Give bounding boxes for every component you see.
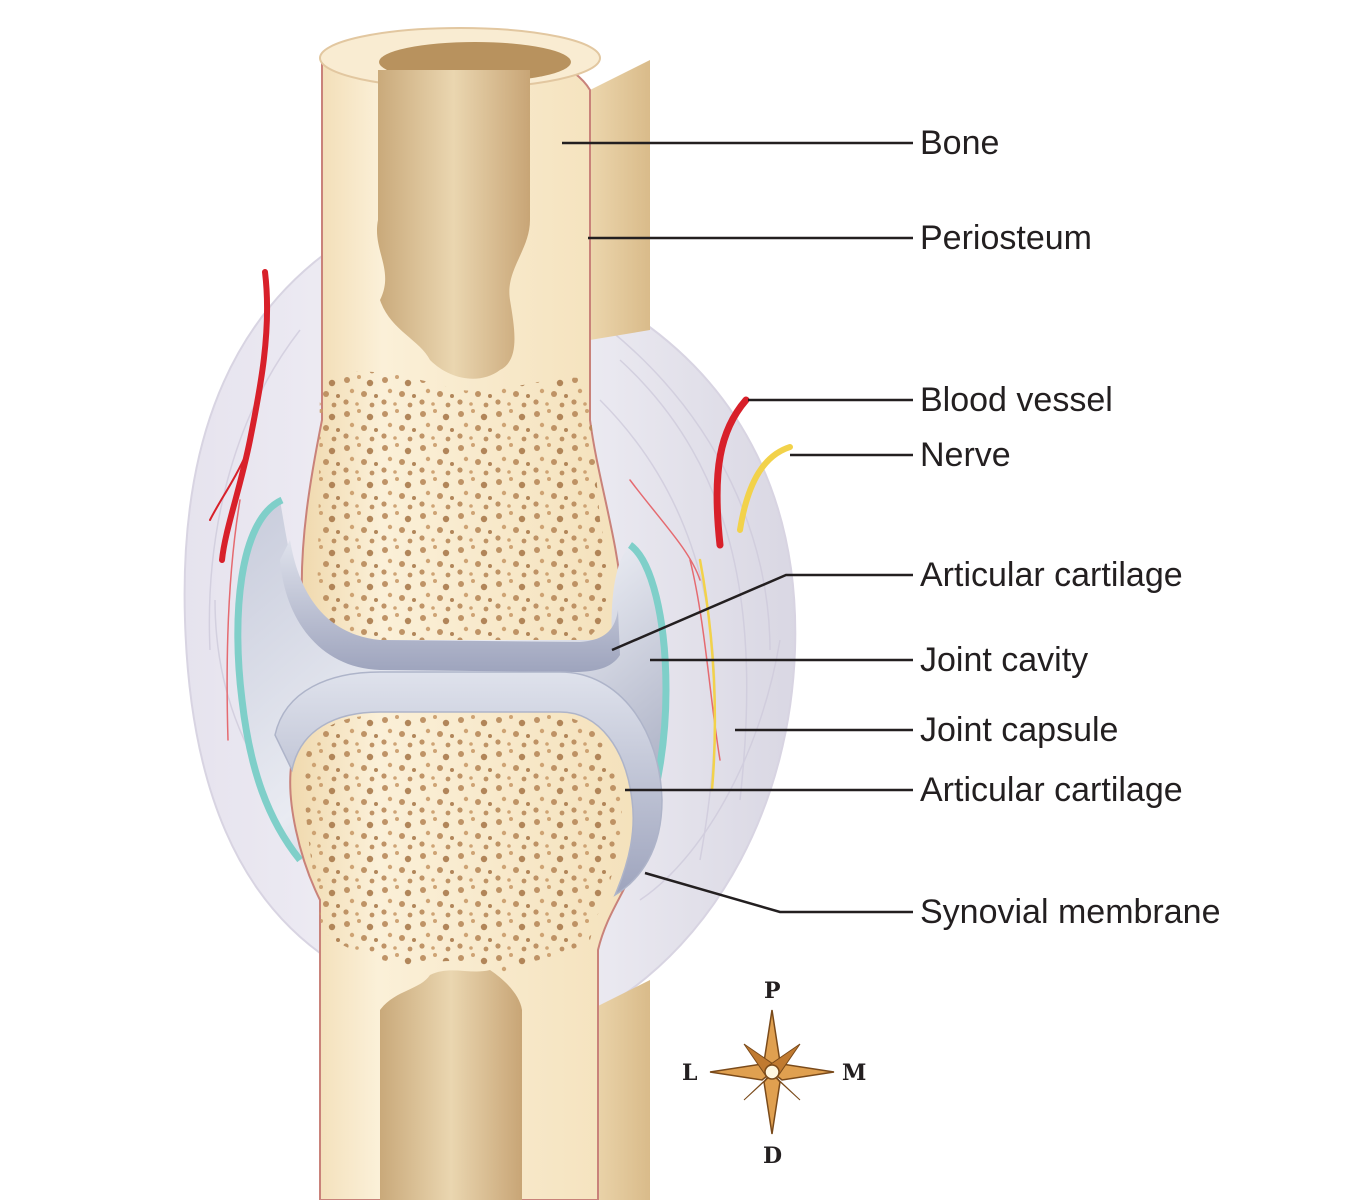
label-bone: Bone [920,124,1000,162]
label-articular-cartilage-lower: Articular cartilage [920,771,1183,809]
label-nerve: Nerve [920,436,1011,474]
compass-label-medial: M [842,1060,867,1086]
bone-shaft-side [590,60,650,340]
synovial-lining-left [234,496,303,863]
upper-articular-cartilage [280,540,620,672]
capsule-fibers [208,329,781,901]
compass-label-distal: D [763,1143,783,1169]
compass-label-proximal: P [764,978,781,1004]
medullary-cavity-upper [376,70,530,379]
label-articular-cartilage-upper: Articular cartilage [920,556,1183,594]
compass-rose [709,1009,835,1135]
label-synovial-membrane: Synovial membrane [920,893,1221,931]
spongy-bone-lower [304,715,622,975]
label-joint-capsule: Joint capsule [920,711,1119,749]
leader-lines [562,141,913,914]
label-periosteum: Periosteum [920,219,1092,257]
nerve-fiber [698,444,793,792]
spongy-bone-upper [317,371,608,645]
compass-label-lateral: L [682,1060,698,1086]
medullary-cavity-lower [380,970,522,1200]
label-blood-vessel: Blood vessel [920,381,1113,419]
label-joint-cavity: Joint cavity [920,641,1089,679]
lower-articular-cartilage [274,671,663,897]
